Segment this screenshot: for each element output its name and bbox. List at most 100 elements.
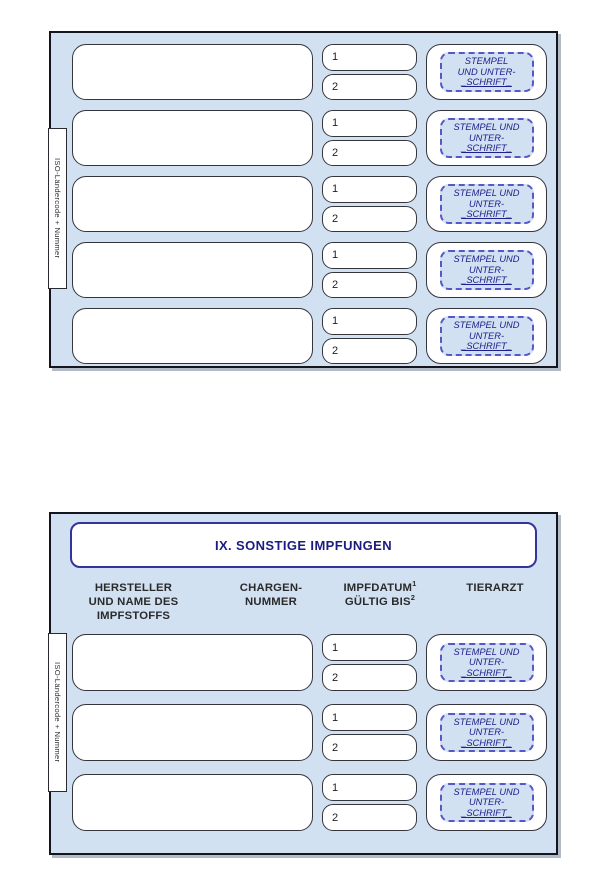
manufacturer-vaccine-field[interactable] (72, 242, 313, 298)
field-number-label: 2 (332, 278, 339, 291)
field-number-label: 2 (332, 344, 339, 357)
stamp-area: STEMPEL UND UNTER- _SCHRIFT_ (426, 308, 547, 364)
stamp-text-line: UNTER- (468, 797, 505, 808)
gueltig-bis-field[interactable]: 2 (322, 804, 417, 831)
stamp-signature-box[interactable]: STEMPEL UND UNTER- _SCHRIFT_ (439, 250, 534, 290)
column-header-chargennummer: CHARGEN- NUMMER (239, 582, 303, 608)
stamp-area: STEMPEL UND UNTER- _SCHRIFT_ (426, 110, 547, 166)
gueltig-bis-field[interactable]: 2 (322, 271, 417, 298)
stamp-text-line: UNTER- (468, 264, 505, 275)
stamp-text-line: UND UNTER- (457, 66, 516, 77)
stamp-text-line: UNTER- (468, 330, 505, 341)
impfdatum-field[interactable]: 1 (322, 44, 417, 71)
iso-country-code-label: ISO-Ländercode + Nummer (53, 158, 62, 259)
manufacturer-vaccine-field[interactable] (72, 774, 313, 831)
date-fields: 1 2 (322, 634, 417, 691)
stamp-text-line: _SCHRIFT_ (461, 341, 512, 352)
stamp-signature-box[interactable]: STEMPEL UND UNTER- _SCHRIFT_ (439, 52, 534, 92)
stamp-text-line: STEMPEL UND (453, 716, 520, 727)
manufacturer-vaccine-field[interactable] (72, 308, 313, 364)
stamp-signature-box[interactable]: STEMPEL UND UNTER- _SCHRIFT_ (439, 712, 534, 753)
vaccination-row: 1 2 STEMPEL UND UNTER- _SCHRIFT_ (72, 634, 547, 691)
field-number-label: 2 (332, 671, 339, 684)
gueltig-bis-field[interactable]: 2 (322, 734, 417, 761)
impfdatum-field[interactable]: 1 (322, 774, 417, 801)
field-number-label: 2 (332, 741, 339, 754)
stamp-signature-box[interactable]: STEMPEL UND UNTER- _SCHRIFT_ (439, 118, 534, 158)
impfdatum-field[interactable]: 1 (322, 110, 417, 137)
stamp-area: STEMPEL UND UNTER- _SCHRIFT_ (426, 704, 547, 761)
stamp-text-line: _SCHRIFT_ (461, 275, 512, 286)
gueltig-bis-field[interactable]: 2 (322, 73, 417, 100)
impfdatum-field[interactable]: 1 (322, 308, 417, 335)
vaccination-row: 1 2 STEMPEL UND UNTER- _SCHRIFT_ (72, 774, 547, 831)
section-title: IX. SONSTIGE IMPFUNGEN (214, 537, 393, 553)
column-header-impfdatum: IMPFDATUM1 GÜLTIG BIS2 (343, 579, 417, 608)
manufacturer-vaccine-field[interactable] (72, 634, 313, 691)
stamp-area: STEMPEL UND UNTER- _SCHRIFT_ (426, 774, 547, 831)
column-header-tierarzt: TIERARZT (466, 582, 524, 594)
date-fields: 1 2 (322, 704, 417, 761)
impfdatum-field[interactable]: 1 (322, 704, 417, 731)
manufacturer-vaccine-field[interactable] (72, 704, 313, 761)
field-number-label: 2 (332, 80, 339, 93)
gueltig-bis-field[interactable]: 2 (322, 664, 417, 691)
column-headers: HERSTELLER UND NAME DES IMPFSTOFFS CHARG… (51, 579, 556, 625)
impfdatum-field[interactable]: 1 (322, 176, 417, 203)
field-number-label: 1 (332, 711, 339, 724)
stamp-text-line: UNTER- (468, 727, 505, 738)
field-number-label: 2 (332, 811, 339, 824)
impfdatum-field[interactable]: 1 (322, 634, 417, 661)
field-number-label: 2 (332, 212, 339, 225)
stamp-area: STEMPEL UND UNTER- _SCHRIFT_ (426, 242, 547, 298)
stamp-text-line: STEMPEL (464, 56, 509, 67)
field-number-label: 1 (332, 117, 339, 130)
manufacturer-vaccine-field[interactable] (72, 176, 313, 232)
date-fields: 1 2 (322, 308, 417, 364)
gueltig-bis-field[interactable]: 2 (322, 139, 417, 166)
impfdatum-field[interactable]: 1 (322, 242, 417, 269)
vaccination-row: 1 2 STEMPEL UND UNTER- _SCHRIFT_ (72, 176, 547, 232)
stamp-text-line: _SCHRIFT_ (461, 77, 512, 88)
stamp-text-line: STEMPEL UND (453, 188, 520, 199)
field-number-label: 1 (332, 781, 339, 794)
stamp-text-line: _SCHRIFT_ (461, 209, 512, 220)
vaccination-row: 1 2 STEMPEL UND UNTER- _SCHRIFT_ (72, 44, 547, 100)
stamp-text-line: _SCHRIFT_ (461, 143, 512, 154)
date-fields: 1 2 (322, 44, 417, 100)
field-number-label: 2 (332, 146, 339, 159)
stamp-text-line: STEMPEL UND (453, 646, 520, 657)
stamp-area: STEMPEL UND UNTER- _SCHRIFT_ (426, 44, 547, 100)
stamp-signature-box[interactable]: STEMPEL UND UNTER- _SCHRIFT_ (439, 316, 534, 356)
sonstige-impfungen-panel: ISO-Ländercode + Nummer IX. SONSTIGE IMP… (48, 512, 558, 855)
date-fields: 1 2 (322, 176, 417, 232)
vaccination-row: 1 2 STEMPEL UND UNTER- _SCHRIFT_ (72, 110, 547, 166)
stamp-text-line: _SCHRIFT_ (461, 667, 512, 678)
section-title-box: IX. SONSTIGE IMPFUNGEN (70, 522, 537, 568)
field-number-label: 1 (332, 641, 339, 654)
gueltig-bis-field[interactable]: 2 (322, 205, 417, 232)
manufacturer-vaccine-field[interactable] (72, 44, 313, 100)
stamp-text-line: STEMPEL UND (453, 786, 520, 797)
stamp-text-line: STEMPEL UND (453, 254, 520, 265)
gueltig-bis-field[interactable]: 2 (322, 337, 417, 364)
vaccination-row: 1 2 STEMPEL UND UNTER- _SCHRIFT_ (72, 242, 547, 298)
manufacturer-vaccine-field[interactable] (72, 110, 313, 166)
footnote-marker: 1 (412, 579, 417, 589)
footnote-marker: 2 (410, 593, 416, 603)
stamp-signature-box[interactable]: STEMPEL UND UNTER- _SCHRIFT_ (439, 184, 534, 224)
stamp-signature-box[interactable]: STEMPEL UND UNTER- _SCHRIFT_ (439, 782, 534, 823)
iso-country-code-tab: ISO-Ländercode + Nummer (48, 633, 67, 792)
field-number-label: 1 (332, 249, 339, 262)
stamp-text-line: _SCHRIFT_ (461, 807, 512, 818)
stamp-signature-box[interactable]: STEMPEL UND UNTER- _SCHRIFT_ (439, 642, 534, 683)
stamp-area: STEMPEL UND UNTER- _SCHRIFT_ (426, 634, 547, 691)
date-fields: 1 2 (322, 774, 417, 831)
column-header-hersteller: HERSTELLER UND NAME DES IMPFSTOFFS (88, 582, 179, 622)
iso-country-code-label: ISO-Ländercode + Nummer (53, 662, 62, 763)
field-number-label: 1 (332, 315, 339, 328)
vaccination-rows: 1 2 STEMPEL UND UNTER- _SCHRIFT_ (51, 33, 556, 364)
date-fields: 1 2 (322, 110, 417, 166)
stamp-text-line: STEMPEL UND (453, 320, 520, 331)
